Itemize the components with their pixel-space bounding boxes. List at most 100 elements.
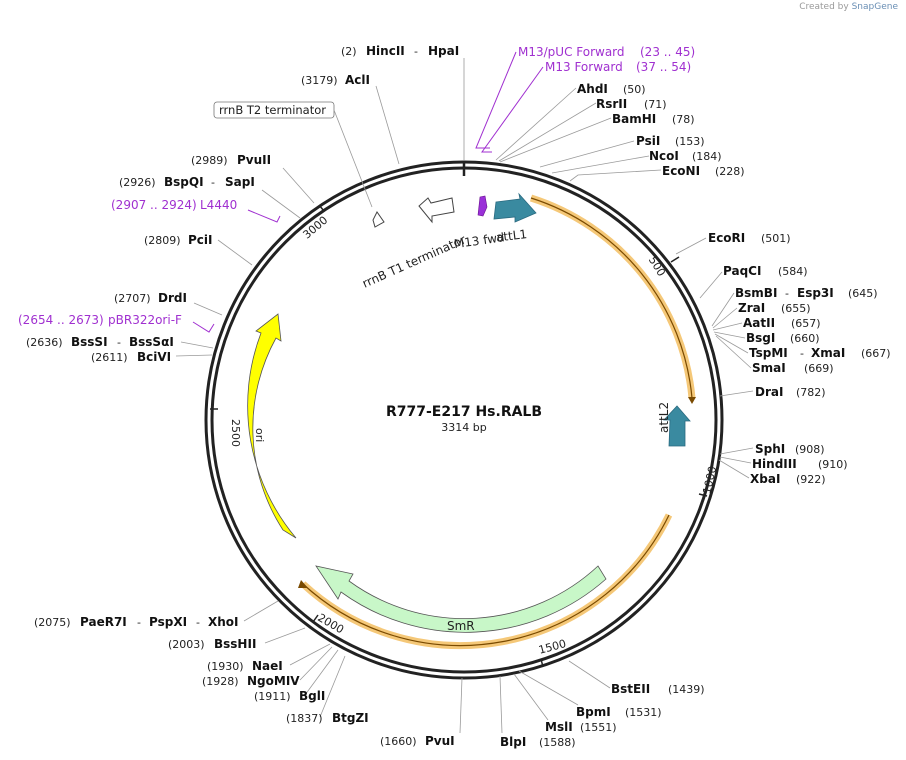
site-name: TspMI [749,346,788,360]
site-name: PaeR7I [80,615,127,629]
site-name: BssSαI [129,335,174,349]
rrnb-t2-label: rrnB T2 terminator [219,103,326,117]
ori-label: ori [253,428,266,442]
site-pos: (910) [818,458,848,471]
site-name: PvuII [237,153,271,167]
snapgene-brand: SnapGene [851,2,898,12]
site-name: EcoRI [708,231,745,245]
smr-feature[interactable] [315,565,607,633]
attl1-label: attL1 [495,227,528,245]
site-pos: (645) [848,287,878,300]
site-name: BsmBI [735,286,777,300]
site-pos: (1837) [286,712,323,725]
site-name: SapI [225,175,255,189]
site-name: PciI [188,233,213,247]
site-pos: (2809) [144,234,181,247]
orf-line-bottom [302,514,670,647]
rrnb-t1-label: rrnB T1 terminator [360,232,468,290]
site-pos: (184) [692,150,722,163]
attl2-feature[interactable] [663,405,691,447]
site-name: PvuI [425,734,455,748]
site-name: AclI [345,73,370,87]
site-name: ZraI [738,301,765,315]
primer-pbr322-range: (2654 .. 2673) [18,313,104,327]
site-name: BssHII [214,637,256,651]
site-name: SmaI [752,361,786,375]
site-pos: (782) [796,386,826,399]
site-name: SphI [755,442,785,456]
primer-pbr322-name: pBR322ori-F [108,313,182,327]
site-pos: (1928) [202,675,239,688]
site-name: BpmI [576,705,611,719]
primer-left-leaders [192,209,281,333]
site-sep: - [800,347,804,360]
site-name: DrdI [158,291,187,305]
site-name: PsiI [636,134,660,148]
site-name: XmaI [811,346,845,360]
site-name: BlpI [500,735,526,749]
site-name: NcoI [649,149,679,163]
credit-prefix: Created by [799,2,849,12]
site-pos: (2989) [191,154,228,167]
site-name: PaqCI [723,264,761,278]
site-pos: (2003) [168,638,205,651]
site-sep: - [785,287,789,300]
site-name: AhdI [577,82,608,96]
site-name: BssSI [71,335,108,349]
tick-label-1000: 1000 [700,465,719,495]
site-pos: (2636) [26,336,63,349]
primer-m13-forward-name: M13 Forward [545,60,623,74]
site-pos: (2611) [91,351,128,364]
tick-mark-1000 [698,493,708,497]
site-name: HincII [366,44,405,58]
m13-fwd-feature[interactable] [477,195,488,217]
attl1-feature[interactable] [493,192,537,223]
orf-arrow-bottom [298,580,308,588]
plasmid-length: 3314 bp [441,421,486,434]
site-name: DraI [755,385,783,399]
site-name: BciVI [137,350,171,364]
site-pos: (71) [644,98,667,111]
site-pos: (2) [341,45,357,58]
scale-ticks [210,162,708,668]
site-pos: (153) [675,135,705,148]
site-name: BsgI [746,331,775,345]
site-sep: - [414,45,418,58]
tick-label-2500: 2500 [229,419,242,447]
site-sep: - [196,616,200,629]
site-name: BamHI [612,112,656,126]
site-sep: - [211,176,215,189]
site-pos: (228) [715,165,745,178]
primer-m13-leaders [475,51,544,153]
site-pos: (1439) [668,683,705,696]
site-leaders [175,58,754,734]
attl2-label: attL2 [657,402,671,433]
site-pos: (922) [796,473,826,486]
ori-feature[interactable] [247,313,297,539]
primer-l4440-range: (2907 .. 2924) [111,198,197,212]
site-pos: (1911) [254,690,291,703]
site-pos: (501) [761,232,791,245]
primer-m13-puc-name: M13/pUC Forward [518,45,625,59]
snapgene-credit: Created by SnapGene [799,2,898,12]
site-labels: (2) HincII - HpaI (3179) AclI (2989) Pvu… [26,44,891,749]
rrnb-t2-feature[interactable] [372,211,385,228]
site-pos: (1588) [539,736,576,749]
site-name: AatII [743,316,775,330]
orf-band-top [529,194,696,399]
site-name: XhoI [208,615,239,629]
site-pos: (657) [791,317,821,330]
smr-label: SmR [447,619,475,633]
plasmid-name: R777-E217 Hs.RALB [386,404,542,420]
site-name: BglI [299,689,325,703]
rrnb-t1-feature[interactable] [418,197,455,224]
site-pos: (3179) [301,74,338,87]
site-pos: (655) [781,302,811,315]
site-pos: (1531) [625,706,662,719]
site-pos: (584) [778,265,808,278]
site-name: NgoMIV [247,674,300,688]
site-name: EcoNI [662,164,700,178]
tick-label-1500: 1500 [537,637,567,657]
site-pos: (1660) [380,735,417,748]
primer-m13-forward-range: (37 .. 54) [636,60,691,74]
